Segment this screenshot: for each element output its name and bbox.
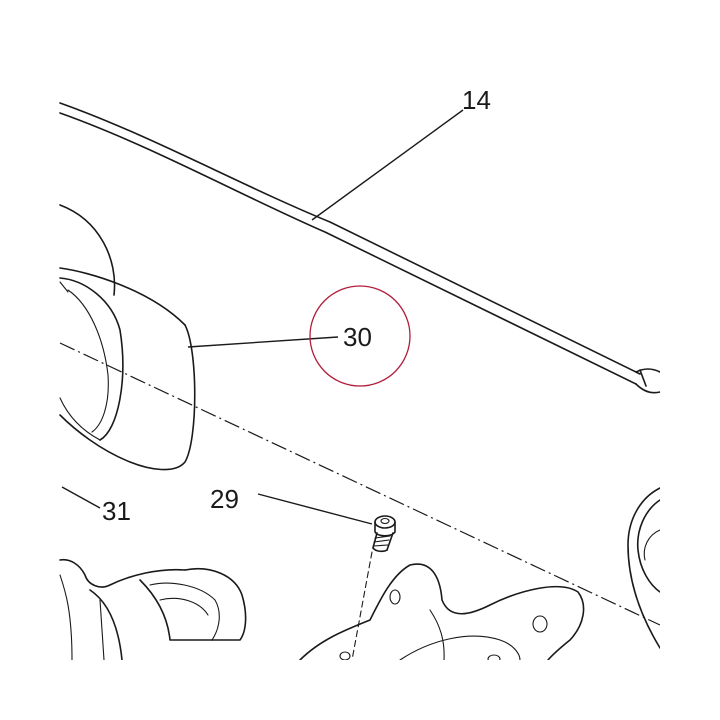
leader-line-31 (61, 486, 101, 509)
crop-mask-right (660, 0, 720, 720)
highlight-circle (309, 285, 411, 387)
callout-31: 31 (102, 496, 131, 526)
center-axis-line (59, 342, 661, 626)
part-31-bracket[interactable] (59, 558, 247, 661)
callout-29: 29 (210, 484, 239, 514)
callout-30: 30 (343, 322, 372, 352)
housing-part (299, 563, 585, 664)
callout-14: 14 (462, 85, 491, 115)
crop-mask-bottom (0, 660, 720, 720)
right-edge-part (627, 487, 661, 649)
part-29-screw[interactable] (372, 515, 396, 553)
leader-line-30 (187, 336, 339, 348)
leader-line-29 (257, 493, 373, 525)
part-14-cable[interactable] (59, 102, 661, 394)
leader-line-14 (311, 109, 464, 221)
screw-insertion-path (351, 551, 373, 661)
part-30-sleeve[interactable] (59, 204, 196, 471)
